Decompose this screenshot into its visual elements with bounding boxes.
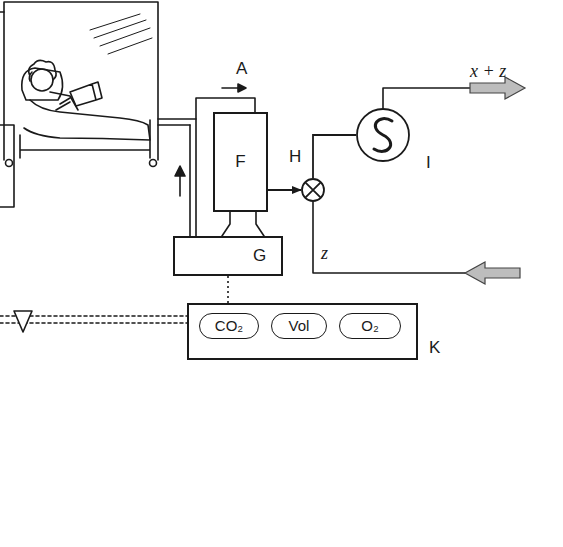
- volume-readout: Vol: [271, 313, 327, 339]
- pump-symbol: [356, 108, 410, 162]
- input-line: [313, 202, 465, 273]
- bed-post: [6, 160, 13, 167]
- flow-arrow: [222, 84, 246, 92]
- node-label: G: [253, 247, 266, 266]
- flow-label: x + z: [470, 62, 506, 82]
- analyser-box: CO₂VolO₂K: [187, 303, 418, 360]
- valve-symbol: H: [301, 178, 325, 202]
- signal-arrow: [14, 311, 32, 332]
- pipe: [158, 119, 196, 125]
- book: [70, 82, 102, 106]
- node-label: O₂: [361, 318, 379, 335]
- blanket: [24, 92, 150, 140]
- neck: [222, 212, 264, 236]
- bed-frame: [4, 2, 158, 160]
- arm: [56, 98, 70, 110]
- pipe: [196, 98, 255, 236]
- chamber-box: F: [213, 112, 268, 212]
- pipe-line: [313, 135, 356, 178]
- node-label: CO₂: [215, 318, 243, 335]
- window-hatch: [90, 14, 152, 54]
- valve-symbol: [301, 178, 325, 202]
- pipe-line: [227, 276, 229, 303]
- node-label: K: [429, 339, 440, 358]
- hair: [29, 60, 56, 81]
- bed-post: [150, 160, 157, 167]
- pump-symbol: I: [356, 108, 410, 162]
- gas-readout: CO₂: [199, 313, 259, 339]
- flow-label: z: [321, 244, 328, 264]
- pipe: [0, 125, 14, 207]
- head: [31, 69, 53, 91]
- output-line: [383, 88, 470, 108]
- node-label: I: [426, 154, 431, 173]
- gas-readout: O₂: [339, 313, 401, 339]
- pipe: [189, 125, 191, 236]
- flow-block-arrow: [465, 262, 520, 284]
- flow-arrow: [268, 189, 301, 191]
- node-label: H: [289, 148, 301, 167]
- flow-arrow: [175, 166, 185, 196]
- base-box: G: [173, 236, 283, 276]
- node-label: F: [235, 153, 245, 172]
- part-label: A: [236, 60, 247, 79]
- node-label: Vol: [289, 318, 310, 335]
